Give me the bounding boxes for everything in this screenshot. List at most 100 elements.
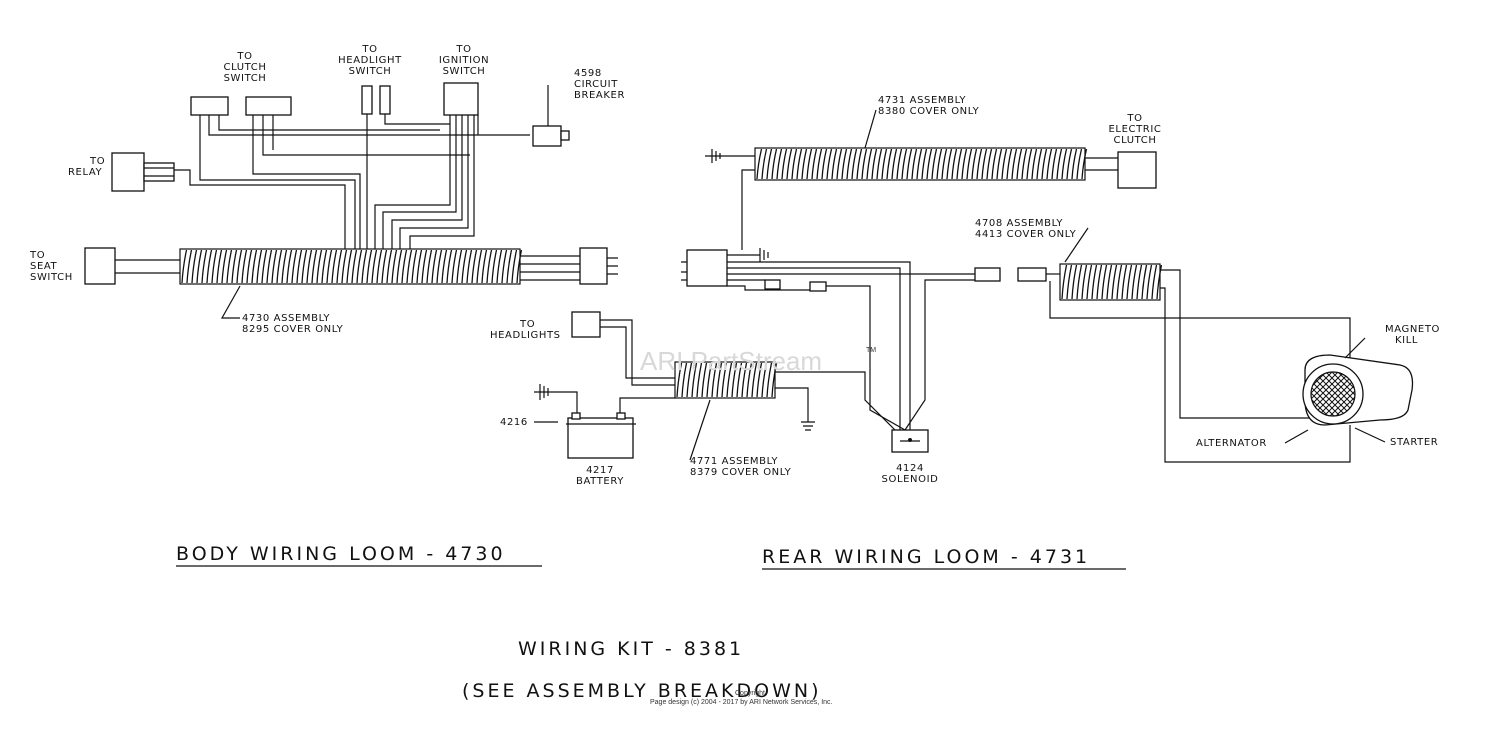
coil-turn <box>831 148 838 180</box>
label-rear-loom-1: 4731 ASSEMBLY <box>878 95 966 106</box>
coil-turn <box>701 362 708 398</box>
coil-turn <box>441 249 448 284</box>
coil-turn <box>781 148 788 180</box>
coil-turn <box>771 148 778 180</box>
coil-turn <box>1081 264 1088 300</box>
coil-turn <box>336 249 343 284</box>
coil-turn <box>756 148 763 180</box>
label-battery-1: 4217 <box>586 465 614 476</box>
loom-4708-coil <box>1061 264 1163 300</box>
breaker-terminal <box>560 130 570 141</box>
label-clutch-switch-2: CLUTCH <box>224 62 267 73</box>
coil-turn <box>1141 264 1148 300</box>
coil-turn <box>1046 148 1053 180</box>
coil-turn <box>736 362 743 398</box>
coil-turn <box>1011 148 1018 180</box>
copyright-line-2: Page design (c) 2004 - 2017 by ARI Netwo… <box>650 699 833 706</box>
coil-turn <box>1076 148 1083 180</box>
circuit-breaker <box>532 125 562 147</box>
coil-turn <box>181 249 188 284</box>
coil-turn <box>1026 148 1033 180</box>
coil-turn <box>256 249 263 284</box>
coil-turn <box>366 249 373 284</box>
coil-turn <box>851 148 858 180</box>
battery-terminal-pos <box>616 412 626 420</box>
coil-turn <box>401 249 408 284</box>
coil-turn <box>471 249 478 284</box>
coil-turn <box>271 249 278 284</box>
magneto-leader <box>1344 337 1366 359</box>
coil-turn <box>1111 264 1118 300</box>
coil-turn <box>1076 264 1083 300</box>
coil-turn <box>716 362 723 398</box>
coil-turn <box>286 249 293 284</box>
coil-turn <box>1126 264 1133 300</box>
label-ground-4216: 4216 <box>500 417 528 428</box>
rear-loom-leader <box>864 109 877 149</box>
coil-turn <box>1056 148 1063 180</box>
coil-turn <box>1066 264 1073 300</box>
title-wiring-kit: WIRING KIT - 8381 <box>518 638 744 660</box>
coil-turn <box>821 148 828 180</box>
coil-turn <box>246 249 253 284</box>
label-breaker-1: 4598 <box>574 68 602 79</box>
coil-turn <box>461 249 468 284</box>
coil-turn <box>416 249 423 284</box>
coil-turn <box>691 362 698 398</box>
coil-turn <box>371 249 378 284</box>
coil-turn <box>376 249 383 284</box>
coil-turn <box>731 362 738 398</box>
coil-turn <box>1116 264 1123 300</box>
coil-turn <box>361 249 368 284</box>
coil-turn <box>1131 264 1138 300</box>
coil-turn <box>866 148 873 180</box>
coil-turn <box>676 362 683 398</box>
coil-turn <box>326 249 333 284</box>
coil-turn <box>476 249 483 284</box>
coil-turn <box>1081 148 1088 180</box>
coil-turn <box>301 249 308 284</box>
coil-turn <box>511 249 518 284</box>
coil-turn <box>696 362 703 398</box>
coil-turn <box>981 148 988 180</box>
title-body-loom: BODY WIRING LOOM - 4730 <box>176 543 506 565</box>
coil-turn <box>211 249 218 284</box>
coil-turn <box>1146 264 1153 300</box>
coil-turn <box>231 249 238 284</box>
loom-4708-leader <box>1064 227 1089 263</box>
alternator-leader <box>1284 429 1309 444</box>
label-loom-4771-1: 4771 ASSEMBLY <box>690 456 778 467</box>
battery <box>567 417 634 459</box>
label-relay-2: RELAY <box>68 167 103 178</box>
label-headlight-switch-3: SWITCH <box>349 66 392 77</box>
coil-turn <box>236 249 243 284</box>
coil-turn <box>1036 148 1043 180</box>
copyright-line-1: Copyright <box>735 690 765 697</box>
label-loom-4708-2: 4413 COVER ONLY <box>975 229 1077 240</box>
coil-turn <box>1071 148 1078 180</box>
label-body-loom-2: 8295 COVER ONLY <box>242 324 344 335</box>
coil-turn <box>321 249 328 284</box>
rear-wiring-loom <box>681 109 1414 463</box>
coil-turn <box>496 249 503 284</box>
coil-turn <box>221 249 228 284</box>
coil-turn <box>381 249 388 284</box>
coil-turn <box>446 249 453 284</box>
coil-turn <box>726 362 733 398</box>
coil-turn <box>426 249 433 284</box>
body-wiring-loom <box>84 82 618 319</box>
coil-turn <box>436 249 443 284</box>
label-headlights-1: TO <box>519 319 535 330</box>
coil-turn <box>281 249 288 284</box>
coil-turn <box>926 148 933 180</box>
coil-turn <box>226 249 233 284</box>
label-ignition-switch-1: TO <box>455 44 471 55</box>
coil-turn <box>316 249 323 284</box>
headlight-switch-connector-a <box>361 85 373 115</box>
coil-turn <box>936 148 943 180</box>
label-ignition-switch-2: IGNITION <box>439 55 489 66</box>
coil-turn <box>946 148 953 180</box>
label-body-loom-1: 4730 ASSEMBLY <box>242 313 330 324</box>
coil-turn <box>786 148 793 180</box>
coil-turn <box>826 148 833 180</box>
